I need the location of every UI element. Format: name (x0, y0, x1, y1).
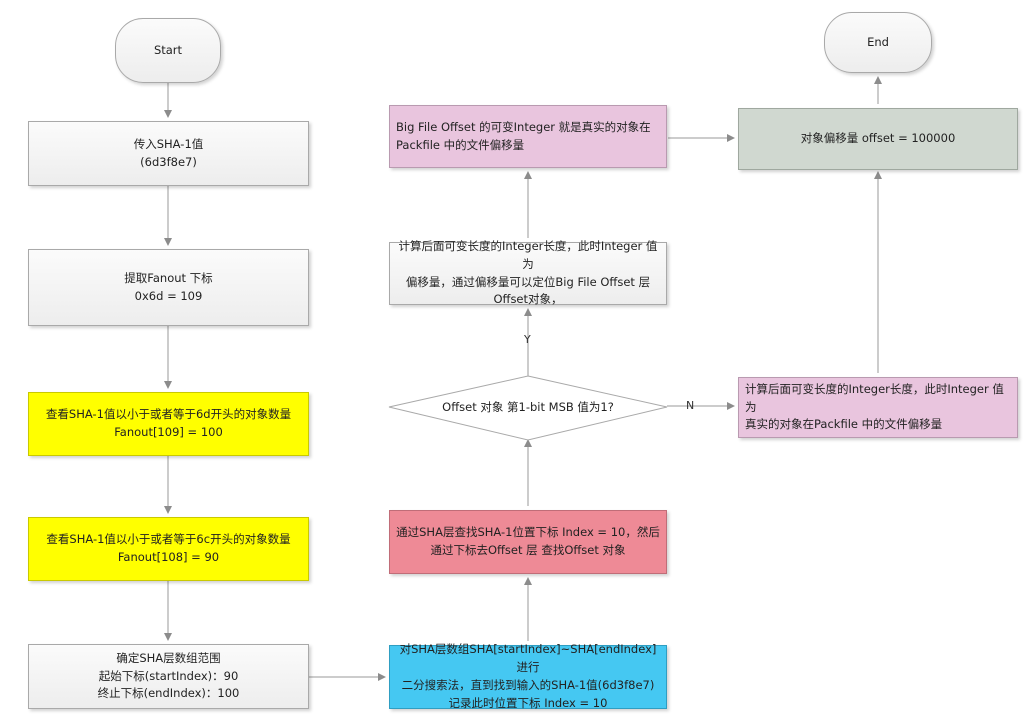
offset-lookup-text: 通过SHA层查找SHA-1位置下标 Index = 10，然后 通过下标去Off… (396, 525, 660, 557)
decision-diamond (388, 375, 668, 441)
compute-big-offset-box: 计算后面可变长度的Integer长度，此时Integer 值为 偏移量，通过偏移… (389, 239, 667, 306)
input-sha-text: 传入SHA-1值 (6d3f8e7) (133, 136, 204, 169)
sha-range-box: 确定SHA层数组范围 起始下标(startIndex)：90 终止下标(endI… (28, 644, 309, 709)
end-terminal: End (824, 12, 932, 73)
compute-big-offset-text: 计算后面可变长度的Integer长度，此时Integer 值为 偏移量，通过偏移… (398, 238, 658, 307)
offset-lookup-box: 通过SHA层查找SHA-1位置下标 Index = 10，然后 通过下标去Off… (389, 510, 667, 574)
start-label: Start (153, 42, 183, 57)
sha-range-text: 确定SHA层数组范围 起始下标(startIndex)：90 终止下标(endI… (97, 650, 240, 701)
compute-direct-text: 计算后面可变长度的Integer长度，此时Integer 值为 真实的对象在Pa… (745, 381, 1004, 432)
fanout-index-box: 提取Fanout 下标 0x6d = 109 (28, 249, 309, 326)
binary-search-text: 对SHA层数组SHA[startIndex]~SHA[endIndex]进行 二… (399, 642, 657, 710)
fanout-index-text: 提取Fanout 下标 0x6d = 109 (124, 270, 213, 303)
fanout-109-text: 查看SHA-1值以小于或者等于6d开头的对象数量 Fanout[109] = 1… (45, 407, 292, 439)
compute-direct-box: 计算后面可变长度的Integer长度，此时Integer 值为 真实的对象在Pa… (738, 377, 1018, 438)
object-offset-text: 对象偏移量 offset = 100000 (800, 131, 956, 146)
big-file-offset-text: Big File Offset 的可变Integer 就是真实的对象在 Pack… (396, 119, 651, 152)
start-terminal: Start (115, 18, 221, 83)
end-label: End (867, 34, 889, 49)
binary-search-box: 对SHA层数组SHA[startIndex]~SHA[endIndex]进行 二… (389, 642, 667, 710)
input-sha-box: 传入SHA-1值 (6d3f8e7) (28, 121, 309, 186)
big-file-offset-box: Big File Offset 的可变Integer 就是真实的对象在 Pack… (389, 105, 667, 168)
yes-label: Y (524, 333, 531, 346)
object-offset-box: 对象偏移量 offset = 100000 (738, 108, 1018, 170)
fanout-108-text: 查看SHA-1值以小于或者等于6c开头的对象数量 Fanout[108] = 9… (46, 532, 291, 564)
no-label: N (686, 399, 695, 412)
decision-text: Offset 对象 第1-bit MSB 值为1? (442, 400, 614, 414)
fanout-108-box: 查看SHA-1值以小于或者等于6c开头的对象数量 Fanout[108] = 9… (28, 517, 309, 581)
fanout-109-box: 查看SHA-1值以小于或者等于6d开头的对象数量 Fanout[109] = 1… (28, 392, 309, 456)
